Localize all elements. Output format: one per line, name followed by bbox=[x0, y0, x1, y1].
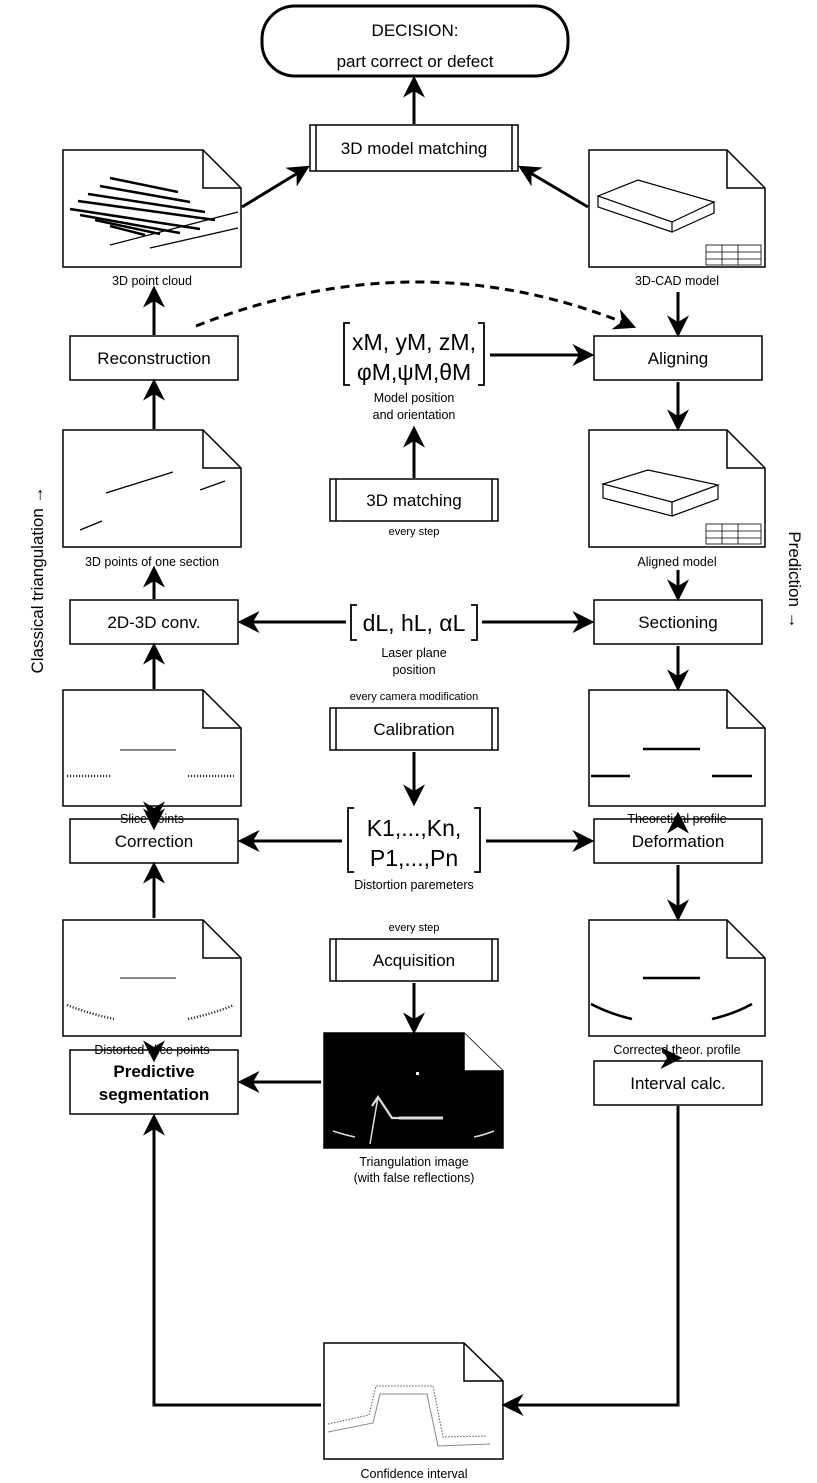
sectioning-step: Sectioning bbox=[593, 599, 763, 645]
distortion-line2: P1,...,Pn bbox=[370, 845, 458, 871]
cad-model-document bbox=[588, 149, 766, 268]
matching-frequency-note: every step bbox=[389, 526, 440, 538]
predictive-seg-line2: segmentation bbox=[99, 1085, 210, 1104]
interval-calc-step: Interval calc. bbox=[593, 1060, 763, 1106]
distortion-parameters: K1,...,Kn, P1,...,Pn bbox=[347, 807, 481, 873]
point-cloud-document bbox=[62, 149, 242, 268]
decision-line2: part correct or defect bbox=[337, 52, 494, 71]
flow-arrows bbox=[143, 75, 689, 1416]
triangulation-caption1: Triangulation image bbox=[359, 1155, 468, 1169]
acquisition-label: Acquisition bbox=[373, 951, 455, 970]
deformation-label: Deformation bbox=[632, 832, 725, 851]
model-pose-caption1: Model position bbox=[374, 391, 455, 405]
corrected-profile-caption: Corrected theor. profile bbox=[613, 1043, 740, 1057]
model-pose-line1: xM, yM, zM, bbox=[352, 329, 476, 355]
distortion-caption: Distortion paremeters bbox=[354, 878, 474, 892]
model-matching-label: 3D model matching bbox=[341, 139, 487, 158]
decision-terminal: DECISION: part correct or defect bbox=[260, 4, 570, 78]
cad-model-caption: 3D-CAD model bbox=[635, 274, 719, 288]
cad-box-icon bbox=[596, 179, 716, 233]
correction-label: Correction bbox=[115, 832, 193, 851]
laser-caption1: Laser plane bbox=[381, 646, 446, 660]
triangulation-image-document bbox=[323, 1032, 504, 1149]
slice-points-document bbox=[62, 689, 242, 807]
slice-points-caption: Slice points bbox=[120, 812, 184, 826]
conv-2d3d-label: 2D-3D conv. bbox=[107, 613, 200, 632]
acquisition-frequency-note: every step bbox=[389, 922, 440, 934]
matching-3d-label: 3D matching bbox=[366, 491, 461, 510]
model-pose-parameters: xM, yM, zM, φM,ψM,θM bbox=[343, 322, 485, 386]
predictive-segmentation-step: Predictive segmentation bbox=[69, 1049, 239, 1115]
model-pose-caption2: and orientation bbox=[373, 408, 456, 422]
theoretical-profile-document bbox=[588, 689, 766, 807]
distorted-slice-document bbox=[62, 919, 242, 1037]
decision-line1: DECISION: bbox=[372, 21, 459, 40]
model-pose-line2: φM,ψM,θM bbox=[357, 359, 471, 385]
reconstruction-step: Reconstruction bbox=[69, 335, 239, 381]
distorted-slice-caption: Distorted slice points bbox=[94, 1043, 209, 1057]
laser-plane-values: dL, hL, αL bbox=[363, 610, 466, 636]
aligning-label: Aligning bbox=[648, 349, 709, 368]
aligning-step: Aligning bbox=[593, 335, 763, 381]
calibration-process: Calibration bbox=[329, 707, 499, 751]
matching-3d-process: 3D matching bbox=[329, 478, 499, 522]
confidence-interval-document bbox=[323, 1342, 504, 1460]
calibration-label: Calibration bbox=[373, 720, 454, 739]
point-cloud-caption: 3D point cloud bbox=[112, 274, 192, 288]
dashed-arrow bbox=[195, 280, 637, 330]
predictive-seg-line1: Predictive bbox=[113, 1062, 194, 1081]
acquisition-process: Acquisition bbox=[329, 938, 499, 982]
calibration-frequency-note: every camera modification bbox=[350, 691, 478, 703]
interval-calc-label: Interval calc. bbox=[630, 1074, 725, 1093]
triangulation-caption2: (with false reflections) bbox=[354, 1171, 475, 1185]
right-side-label: Prediction → bbox=[785, 531, 804, 628]
section-points-document bbox=[62, 429, 242, 548]
deformation-step: Deformation bbox=[593, 818, 763, 864]
point-cloud-stripes bbox=[69, 176, 216, 237]
left-side-label: Classical triangulation → bbox=[28, 486, 47, 673]
laser-caption2: position bbox=[392, 663, 435, 677]
cad-title-block bbox=[705, 244, 762, 266]
sectioning-label: Sectioning bbox=[638, 613, 717, 632]
model-matching-process: 3D model matching bbox=[309, 124, 519, 172]
confidence-interval-caption: Confidence interval bbox=[360, 1467, 467, 1481]
section-points-caption: 3D points of one section bbox=[85, 555, 219, 569]
conv-2d3d-step: 2D-3D conv. bbox=[69, 599, 239, 645]
laser-plane-parameters: dL, hL, αL bbox=[350, 604, 478, 641]
aligned-model-caption: Aligned model bbox=[637, 555, 716, 569]
aligned-model-document bbox=[588, 429, 766, 548]
corrected-profile-document bbox=[588, 919, 766, 1037]
distortion-line1: K1,...,Kn, bbox=[367, 815, 462, 841]
reconstruction-label: Reconstruction bbox=[97, 349, 210, 368]
